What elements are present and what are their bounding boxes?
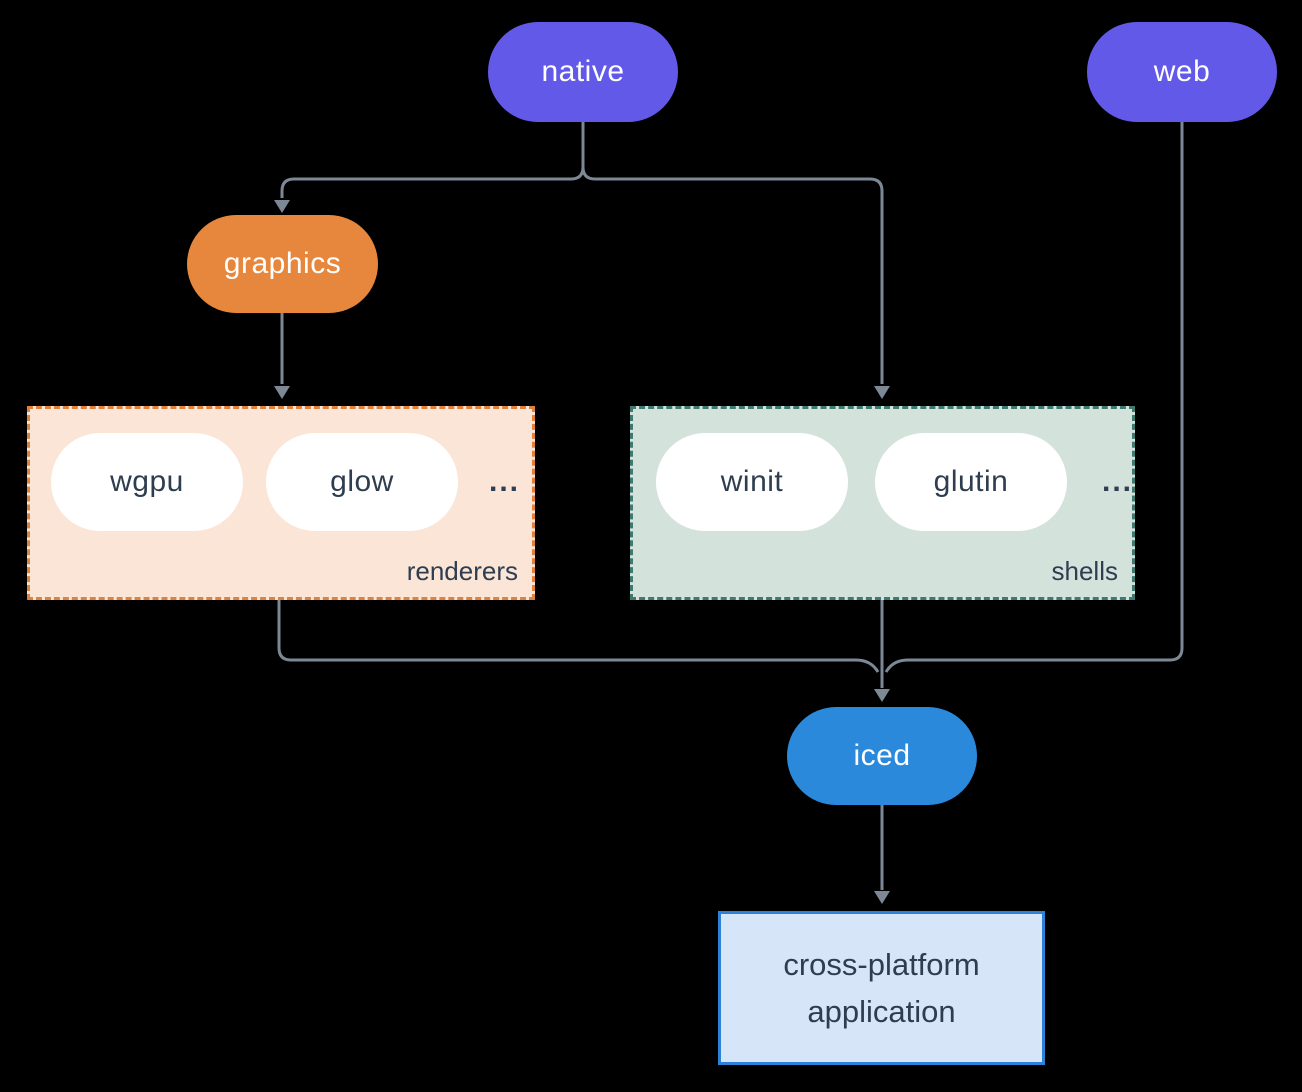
arrowhead-application <box>874 891 890 904</box>
arrowhead-graphics <box>274 200 290 213</box>
node-graphics: graphics <box>187 215 378 313</box>
shells-group-label: shells <box>1051 556 1118 586</box>
node-glow: glow <box>266 433 458 531</box>
shells-group-box: winit glutin ... shells <box>630 406 1135 600</box>
edge-native-graphics <box>280 122 585 198</box>
node-winit: winit <box>656 433 848 531</box>
edge-renderers-iced <box>277 600 880 673</box>
node-web: web <box>1087 22 1277 122</box>
renderers-group-box: wgpu glow ... renderers <box>27 406 535 600</box>
node-glutin: glutin <box>875 433 1067 531</box>
renderers-pill-row: wgpu glow ... <box>51 433 520 531</box>
node-iced: iced <box>787 707 977 805</box>
node-native-label: native <box>541 55 625 88</box>
arrowhead-iced <box>874 689 890 702</box>
shells-ellipsis: ... <box>1102 465 1134 498</box>
shells-pill-row: winit glutin ... <box>656 433 1133 531</box>
node-glow-label: glow <box>330 465 394 498</box>
node-winit-label: winit <box>720 465 784 498</box>
node-wgpu-label: wgpu <box>110 465 184 498</box>
node-web-label: web <box>1153 55 1211 88</box>
arrowhead-renderers <box>274 386 290 399</box>
node-iced-label: iced <box>853 739 911 772</box>
node-graphics-label: graphics <box>223 247 342 280</box>
node-cross-platform-application: cross-platform application <box>718 911 1045 1065</box>
edge-native-shells <box>581 122 884 384</box>
renderers-group-label: renderers <box>406 556 518 586</box>
node-native: native <box>488 22 678 122</box>
node-application-label: cross-platform application <box>783 947 980 1029</box>
arrowhead-shells <box>874 386 890 399</box>
node-wgpu: wgpu <box>51 433 243 531</box>
node-glutin-label: glutin <box>933 465 1009 498</box>
renderers-ellipsis: ... <box>489 465 521 498</box>
